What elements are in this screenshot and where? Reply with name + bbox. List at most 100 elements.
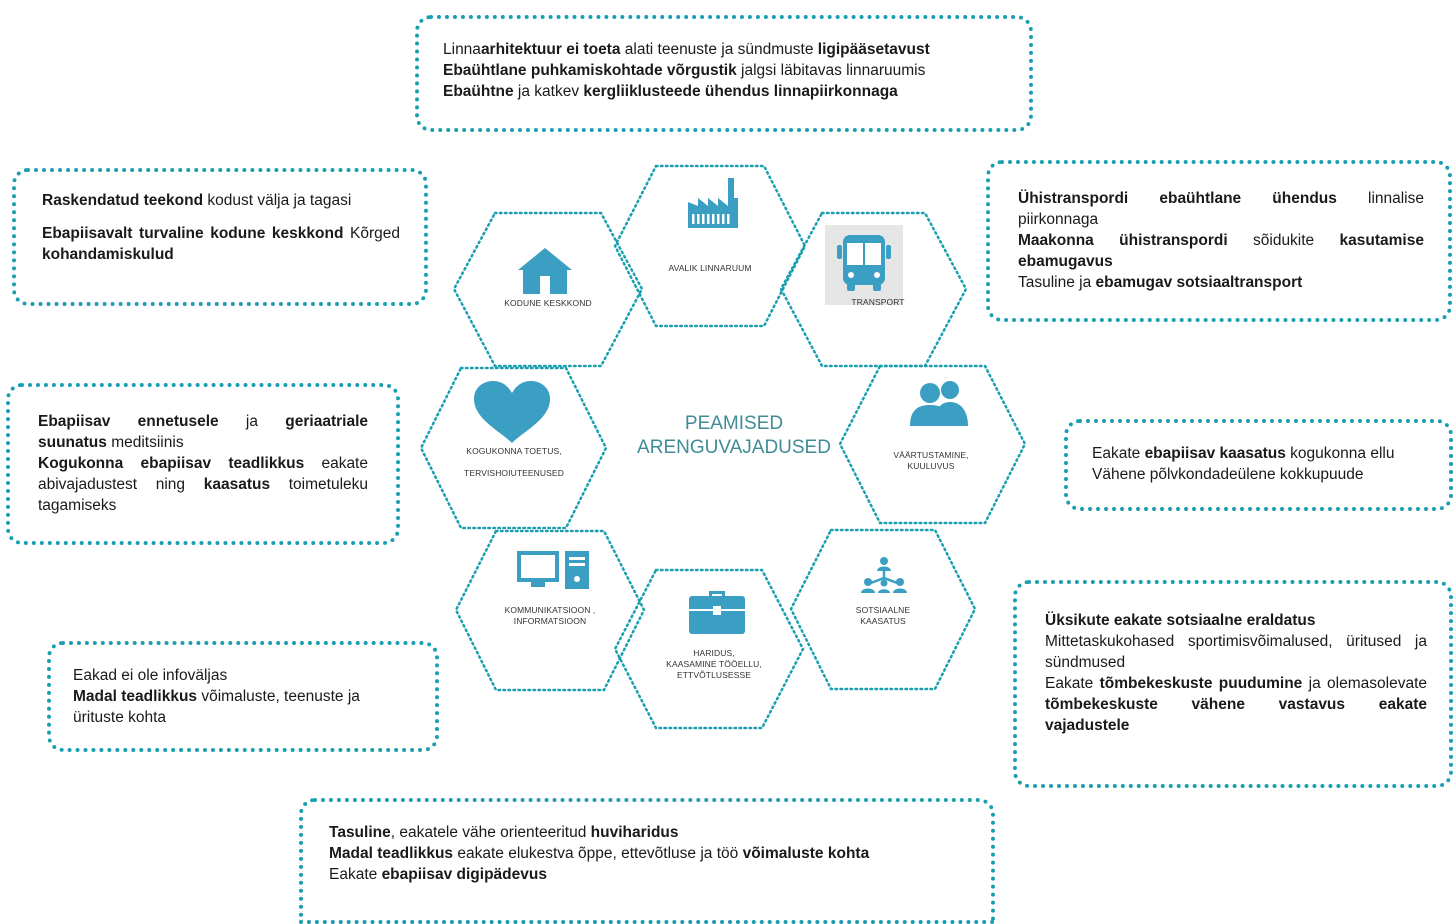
bold-run: Maakonna ühistranspordi bbox=[1018, 232, 1228, 249]
hex-label-line: TRANSPORT bbox=[851, 297, 905, 307]
text-run: alati teenuste ja sündmuste bbox=[620, 41, 818, 58]
callout-line: Mittetaskukohased sportimisvõimalused, ü… bbox=[1045, 631, 1427, 673]
bold-run: ligipääsetavust bbox=[817, 41, 930, 58]
hex-label-line: AVALIK LINNARUUM bbox=[668, 263, 752, 273]
center-title-line: ARENGUVAJADUSED bbox=[637, 437, 831, 458]
bold-run: ebapiisav digipädevus bbox=[381, 866, 547, 883]
text-run: Mittetaskukohased sportimisvõimalused, ü… bbox=[1045, 633, 1427, 671]
hex-label-line: KUULUVUS bbox=[907, 461, 955, 471]
bold-run: Ebaühtlane puhkamiskohtade võrgustik bbox=[443, 62, 737, 79]
bold-run: tõmbekeskuste puudumine bbox=[1099, 675, 1303, 692]
hex-label-kogukonna: KOGUKONNA TOETUS, TERVISHOIUTEENUSED bbox=[444, 446, 584, 479]
callout-line: Ebapiisav ennetusele ja geriaatriale suu… bbox=[38, 411, 368, 453]
hexagon-avalik bbox=[613, 164, 807, 328]
text-run: ja bbox=[218, 413, 286, 430]
hex-label-line: INFORMATSIOON bbox=[513, 616, 587, 626]
callout-line: Eakate ebapiisav kaasatus kogukonna ellu bbox=[1092, 443, 1435, 464]
callout-line: Linnaarhitektuur ei toeta alati teenuste… bbox=[443, 39, 1009, 60]
bold-run: kaasatus bbox=[203, 476, 271, 493]
callout-line: Ebapiisavalt turvaline kodune keskkond K… bbox=[42, 223, 400, 265]
text-run: toimetuleku tagamiseks bbox=[38, 476, 368, 514]
callout-line: Maakonna ühistranspordi sõidukite kasuta… bbox=[1018, 230, 1424, 272]
hex-label-line: KOGUKONNA TOETUS, bbox=[466, 446, 562, 456]
bold-run: Madal teadlikkus bbox=[73, 688, 198, 705]
callout-line: Vähene põlvkondadeülene kokkupuude bbox=[1092, 464, 1435, 485]
hex-label-vaartustamine: VÄÄRTUSTAMINE, KUULUVUS bbox=[871, 450, 991, 472]
bold-run: Ebaühtne bbox=[443, 83, 514, 100]
center-title: PEAMISED ARENGUVAJADUSED bbox=[614, 412, 854, 460]
bold-run: tõmbekeskuste vähene vastavus eakate vaj… bbox=[1045, 696, 1427, 734]
text-run: kodust välja ja tagasi bbox=[203, 192, 352, 209]
callout-line: Madal teadlikkus võimaluste, teenuste ja… bbox=[73, 686, 411, 728]
bold-run: Raskendatud teekond bbox=[42, 192, 204, 209]
callout-transport: Ühistranspordi ebaühtlane ühendus linnal… bbox=[986, 160, 1452, 322]
hex-label-sotsiaalne: SOTSIAALNE KAASATUS bbox=[823, 605, 943, 627]
bold-run: ebapiisav kaasatus bbox=[1144, 445, 1286, 462]
hex-label-line: SOTSIAALNE bbox=[855, 605, 911, 615]
hex-label-line: HARIDUS, bbox=[693, 648, 735, 658]
text-run: Linna bbox=[443, 41, 481, 58]
callout-kogukonna: Ebapiisav ennetusele ja geriaatriale suu… bbox=[6, 383, 400, 545]
computer-icon bbox=[517, 551, 589, 589]
hex-label-line: KAASATUS bbox=[860, 616, 906, 626]
bold-run: kasutamise ebamugavus bbox=[1018, 232, 1424, 270]
hex-label-line: KODUNE KESKKOND bbox=[504, 298, 592, 308]
text-run: kogukonna ellu bbox=[1285, 445, 1395, 462]
hex-label-kodune: KODUNE KESKKOND bbox=[478, 298, 618, 309]
callout-line: Kogukonna ebapiisav teadlikkus eakate ab… bbox=[38, 453, 368, 516]
text-run: Eakate bbox=[329, 866, 382, 883]
hex-label-kommunikatsioon: KOMMUNIKATSIOON , INFORMATSIOON bbox=[475, 605, 625, 627]
center-title-line: PEAMISED bbox=[684, 413, 784, 434]
hexagon-kommunikatsioon bbox=[454, 529, 646, 692]
text-run: linnalise piirkonnaga bbox=[1018, 190, 1424, 228]
bold-run: geriaatriale suunatus bbox=[38, 413, 368, 451]
callout-line: Eakate tõmbekeskuste puudumine ja olemas… bbox=[1045, 673, 1427, 736]
text-run: meditsiinis bbox=[106, 434, 184, 451]
hexagon-sotsiaalne bbox=[789, 528, 977, 691]
bold-run: Ühistranspordi ebaühtlane ühendus bbox=[1018, 190, 1337, 207]
callout-top: Linnaarhitektuur ei toeta alati teenuste… bbox=[415, 15, 1033, 132]
hexagon-haridus bbox=[613, 568, 805, 730]
callout-line: Ebaühtlane puhkamiskohtade võrgustik jal… bbox=[443, 60, 1009, 81]
heart-icon bbox=[474, 381, 550, 443]
text-run: Eakad ei ole infoväljas bbox=[73, 667, 228, 684]
bold-run: kohandamiskulud bbox=[42, 246, 174, 263]
text-run: Tasuline ja bbox=[1018, 274, 1096, 291]
hex-label-haridus: HARIDUS, KAASAMINE TÖÖELLU, ETTVÕTLUSESS… bbox=[644, 648, 784, 681]
bold-run: huviharidus bbox=[590, 824, 679, 841]
bold-run: Üksikute eakate sotsiaalne eraldatus bbox=[1045, 612, 1316, 629]
bus-icon bbox=[825, 225, 903, 305]
text-run: Kõrged bbox=[343, 225, 400, 242]
bold-run: Kogukonna ebapiisav teadlikkus bbox=[38, 455, 305, 472]
callout-vaartustamine: Eakate ebapiisav kaasatus kogukonna ellu… bbox=[1064, 419, 1453, 511]
hexagon-kodune bbox=[452, 211, 644, 368]
bold-run: Ebapiisavalt turvaline kodune keskkond bbox=[42, 225, 344, 242]
text-run: , eakatele vähe orienteeritud bbox=[390, 824, 591, 841]
factory-icon bbox=[688, 178, 738, 228]
text-run: eakate abivajadustest ning bbox=[38, 455, 368, 493]
callout-line: Ühistranspordi ebaühtlane ühendus linnal… bbox=[1018, 188, 1424, 230]
hex-label-line: ETTVÕTLUSESSE bbox=[676, 670, 752, 680]
text-run: Eakate bbox=[1045, 675, 1100, 692]
callout-line: Üksikute eakate sotsiaalne eraldatus bbox=[1045, 610, 1427, 631]
callout-line: Ebaühtne ja katkev kergliiklusteede ühen… bbox=[443, 81, 1009, 102]
hex-label-line: TERVISHOIUTEENUSED bbox=[464, 468, 564, 478]
text-run: ja olemasolevate bbox=[1302, 675, 1427, 692]
bold-run: Madal teadlikkus bbox=[329, 845, 454, 862]
text-run: Vähene põlvkondadeülene kokkupuude bbox=[1092, 466, 1364, 483]
hexagon-kogukonna bbox=[419, 366, 608, 530]
hexagon-vaartustamine bbox=[838, 364, 1027, 525]
callout-line: Tasuline, eakatele vähe orienteeritud hu… bbox=[329, 822, 971, 843]
bold-run: arhitektuur ei toeta bbox=[480, 41, 621, 58]
hex-label-avalik: AVALIK LINNARUUM bbox=[640, 263, 780, 274]
bold-run: Ebapiisav ennetusele bbox=[38, 413, 219, 430]
hex-label-line: KOMMUNIKATSIOON , bbox=[504, 605, 596, 615]
text-run: sõidukite bbox=[1227, 232, 1340, 249]
callout-line: Eakate ebapiisav digipädevus bbox=[329, 864, 971, 885]
text-run: võimaluste, teenuste ja ürituste kohta bbox=[73, 688, 360, 726]
callout-haridus: Tasuline, eakatele vähe orienteeritud hu… bbox=[299, 798, 995, 924]
callout-line: Eakad ei ole infoväljas bbox=[73, 665, 411, 686]
text-run: jalgsi läbitavas linnaruumis bbox=[736, 62, 926, 79]
